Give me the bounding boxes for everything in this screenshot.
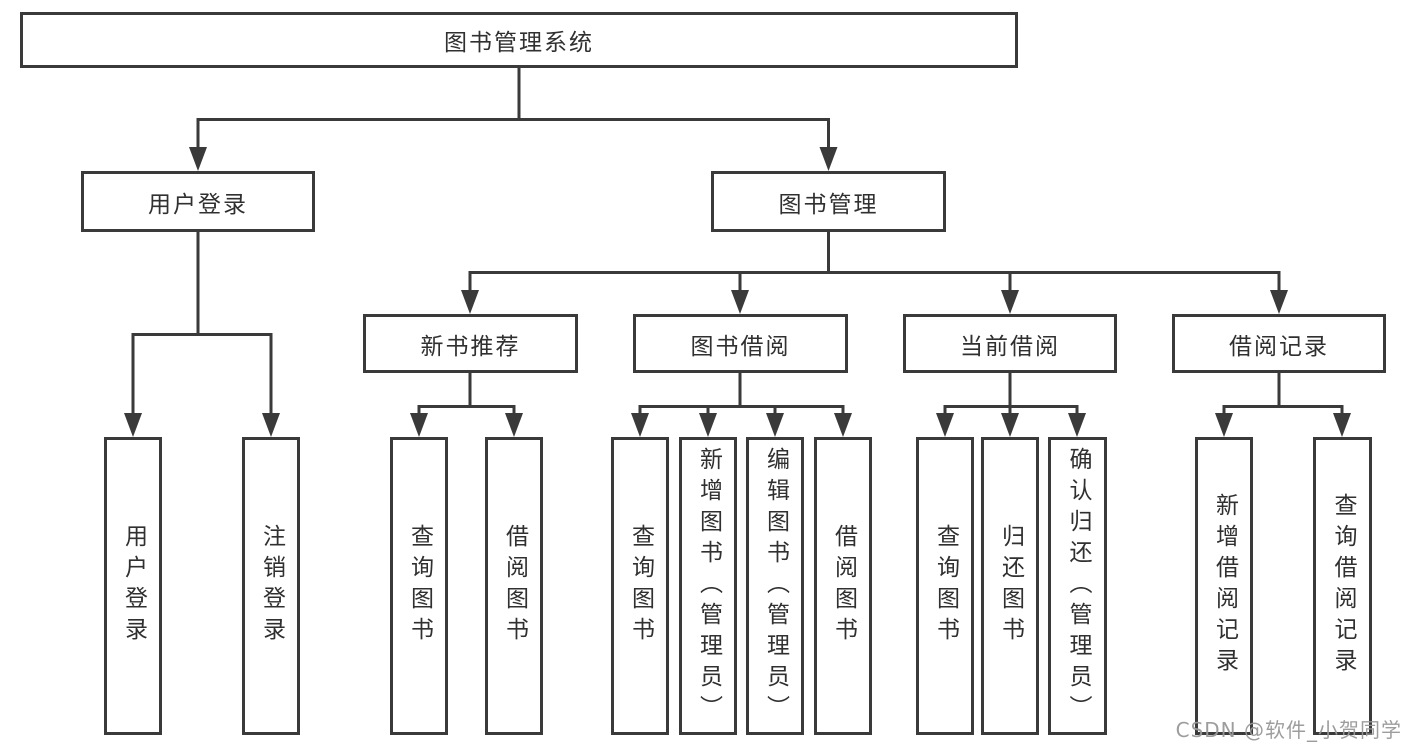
node-label: 查询图书 bbox=[406, 524, 433, 648]
arrow-down-icon bbox=[834, 413, 852, 437]
arrow-down-icon bbox=[699, 413, 717, 437]
node-label: 查询借阅记录 bbox=[1330, 493, 1356, 679]
arrow-down-icon bbox=[1001, 290, 1019, 314]
node-current-borrowing: 当前借阅 bbox=[903, 314, 1117, 373]
node-label: 当前借阅 bbox=[960, 333, 1060, 360]
arrow-down-icon bbox=[461, 290, 479, 314]
node-label: 用户登录 bbox=[120, 524, 147, 648]
arrow-down-icon bbox=[1215, 413, 1233, 437]
node-leaf-add-borrow-record: 新增借阅记录 bbox=[1195, 437, 1253, 735]
node-leaf-confirm-return-admin: 确认归还（管理员） bbox=[1048, 437, 1107, 735]
connector-lines bbox=[131, 68, 1344, 416]
node-leaf-borrow-books: 借阅图书 bbox=[814, 437, 872, 735]
node-label: 借阅图书 bbox=[830, 524, 857, 648]
node-book-borrowing: 图书借阅 bbox=[633, 314, 848, 373]
node-leaf-query-books: 查询图书 bbox=[611, 437, 669, 735]
node-label: 用户登录 bbox=[148, 191, 248, 218]
node-user-login: 用户登录 bbox=[81, 171, 315, 232]
arrow-down-icon bbox=[505, 413, 523, 437]
arrow-down-icon bbox=[819, 147, 838, 171]
node-library-management-system: 图书管理系统 bbox=[20, 12, 1018, 68]
node-leaf-return-books: 归还图书 bbox=[981, 437, 1039, 735]
node-leaf-query-books: 查询图书 bbox=[916, 437, 974, 735]
node-leaf-borrow-books: 借阅图书 bbox=[485, 437, 543, 735]
arrow-down-icon bbox=[1333, 413, 1351, 437]
node-leaf-logout: 注销登录 bbox=[242, 437, 300, 735]
node-label: 查询图书 bbox=[932, 524, 959, 648]
arrowheads bbox=[124, 147, 1351, 437]
arrow-down-icon bbox=[1270, 290, 1288, 314]
node-leaf-query-borrow-record: 查询借阅记录 bbox=[1313, 437, 1372, 735]
node-leaf-query-books: 查询图书 bbox=[390, 437, 448, 735]
node-label: 借阅图书 bbox=[501, 524, 528, 648]
arrow-down-icon bbox=[1001, 413, 1019, 437]
node-label: 图书管理系统 bbox=[444, 30, 594, 56]
node-label: 编辑图书（管理员） bbox=[762, 446, 789, 726]
arrow-down-icon bbox=[631, 413, 649, 437]
node-label: 查询图书 bbox=[627, 524, 654, 648]
watermark: CSDN @软件_小贺同学 bbox=[1175, 718, 1402, 742]
node-label: 新增图书（管理员） bbox=[695, 446, 722, 726]
arrow-down-icon bbox=[731, 290, 749, 314]
node-book-management: 图书管理 bbox=[711, 171, 946, 232]
arrow-down-icon bbox=[189, 147, 207, 171]
arrow-down-icon bbox=[1068, 413, 1086, 437]
node-leaf-edit-books-admin: 编辑图书（管理员） bbox=[746, 437, 804, 735]
arrow-down-icon bbox=[410, 413, 428, 437]
node-label: 注销登录 bbox=[258, 524, 285, 648]
node-label: 新增借阅记录 bbox=[1211, 493, 1238, 679]
node-label: 新书推荐 bbox=[420, 333, 521, 360]
node-label: 借阅记录 bbox=[1229, 333, 1329, 360]
node-leaf-user-login: 用户登录 bbox=[104, 437, 162, 735]
node-label: 归还图书 bbox=[997, 524, 1024, 648]
node-label: 确认归还（管理员） bbox=[1065, 446, 1091, 726]
arrow-down-icon bbox=[262, 413, 280, 437]
arrow-down-icon bbox=[766, 413, 784, 437]
arrow-down-icon bbox=[936, 413, 954, 437]
node-leaf-add-books-admin: 新增图书（管理员） bbox=[679, 437, 737, 735]
node-label: 图书借阅 bbox=[690, 333, 791, 360]
arrow-down-icon bbox=[124, 413, 142, 437]
node-label: 图书管理 bbox=[778, 191, 879, 218]
node-new-book-recommendation: 新书推荐 bbox=[363, 314, 578, 373]
node-borrowing-records: 借阅记录 bbox=[1172, 314, 1386, 373]
